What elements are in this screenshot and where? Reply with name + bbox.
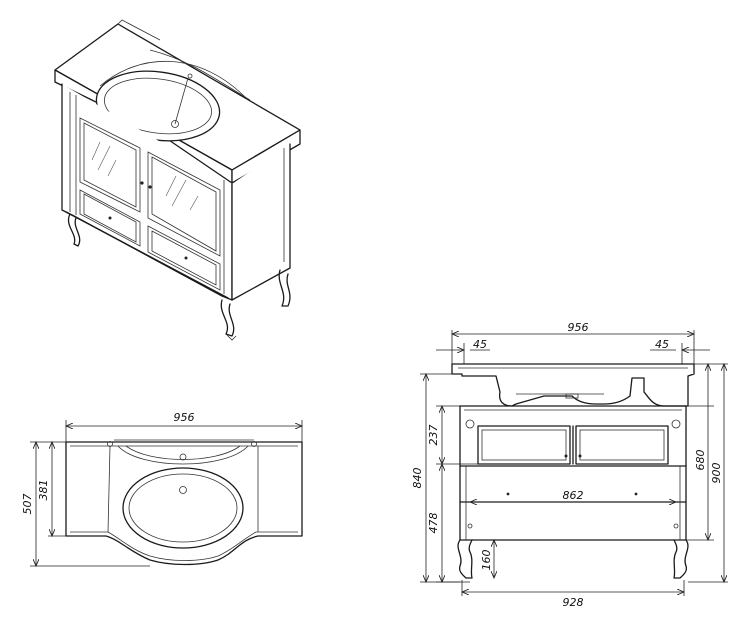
- front-body-height-label: 840: [411, 468, 424, 489]
- front-leg-height-label: 160: [480, 550, 493, 571]
- isometric-view: [54, 19, 301, 341]
- front-cabinet-width-label: 928: [563, 596, 584, 609]
- front-lower-height-label: 478: [427, 513, 440, 534]
- front-inner-width-label: 862: [563, 489, 584, 502]
- front-cabinet-height-label: 680: [694, 450, 707, 471]
- front-door-height-label: 237: [427, 425, 440, 446]
- top-depth-total-label: 507: [21, 494, 34, 515]
- front-edge-right-label: 45: [655, 338, 669, 351]
- front-view: 956 45 45: [411, 321, 728, 609]
- front-top-width-label: 956: [568, 321, 589, 334]
- top-view: 956 507 381: [21, 411, 302, 566]
- front-edge-left-label: 45: [473, 338, 487, 351]
- top-depth-basin-label: 381: [37, 480, 50, 501]
- front-total-height-label: 900: [710, 463, 723, 484]
- top-width-label: 956: [174, 411, 195, 424]
